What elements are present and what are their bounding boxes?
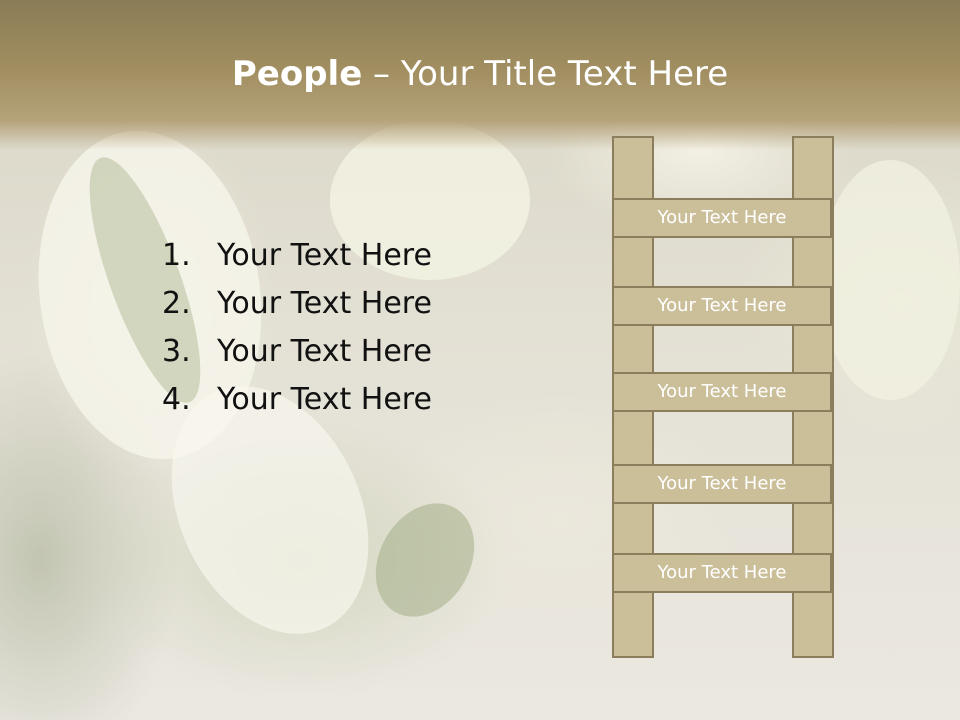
- ladder-rung: Your Text Here: [612, 464, 832, 504]
- list-item: 2. Your Text Here: [162, 282, 432, 330]
- slide-title: People – Your Title Text Here: [0, 52, 960, 96]
- list-number: 4.: [162, 382, 191, 417]
- ladder-rung: Your Text Here: [612, 372, 832, 412]
- list-text: Your Text Here: [217, 286, 432, 321]
- list-number: 2.: [162, 286, 191, 321]
- list-number: 3.: [162, 334, 191, 369]
- list-text: Your Text Here: [217, 238, 432, 273]
- ladder-rung: Your Text Here: [612, 286, 832, 326]
- petal-shape: [820, 160, 960, 400]
- title-bold: People: [231, 54, 363, 94]
- ladder-rung: Your Text Here: [612, 198, 832, 238]
- title-rest: – Your Title Text Here: [362, 54, 729, 94]
- ladder-rung: Your Text Here: [612, 553, 832, 593]
- numbered-list: 1. Your Text Here 2. Your Text Here 3. Your…: [162, 234, 432, 426]
- list-text: Your Text Here: [217, 334, 432, 369]
- list-number: 1.: [162, 238, 191, 273]
- list-item: 1. Your Text Here: [162, 234, 432, 282]
- list-text: Your Text Here: [217, 382, 432, 417]
- list-item: 4. Your Text Here: [162, 378, 432, 426]
- leaf-shape: [356, 485, 494, 635]
- list-item: 3. Your Text Here: [162, 330, 432, 378]
- title-band: [0, 0, 960, 150]
